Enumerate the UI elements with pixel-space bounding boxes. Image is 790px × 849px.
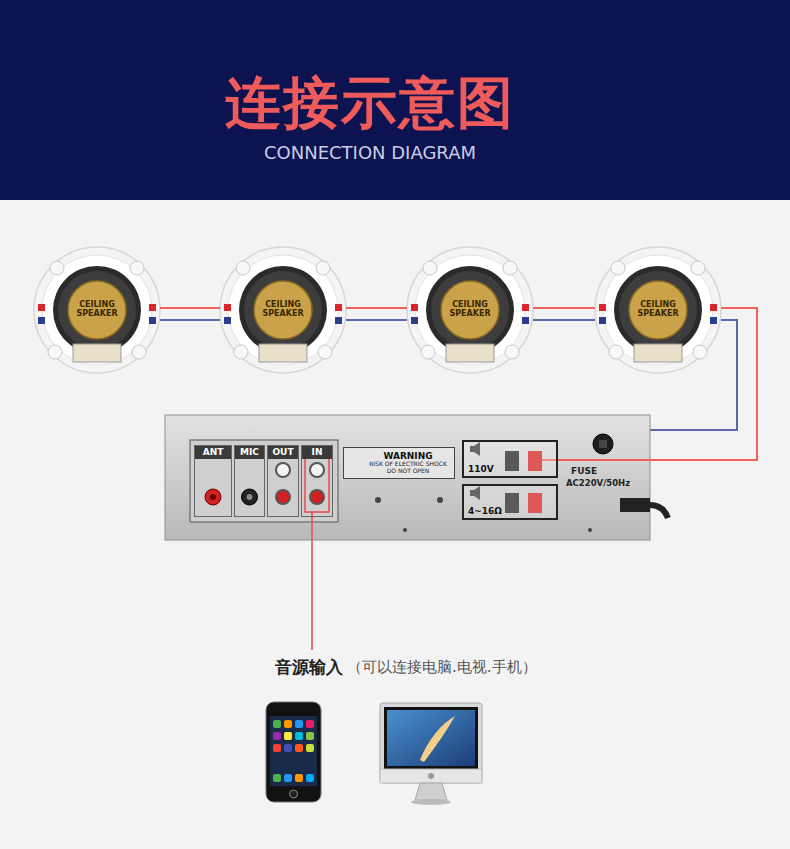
node-heading: 4~16Ω bbox=[468, 506, 502, 516]
phone-icon bbox=[284, 744, 292, 752]
amplifier-rear-panel bbox=[276, 463, 290, 477]
phone-icon bbox=[306, 720, 314, 728]
speaker-label: CEILING SPEAKER bbox=[34, 247, 160, 373]
speaker-terminal: 4~16Ω bbox=[462, 484, 558, 520]
phone-icon bbox=[266, 702, 321, 802]
header-band bbox=[0, 0, 790, 200]
node-heading: IN bbox=[302, 446, 332, 459]
computer-icon bbox=[420, 716, 455, 762]
node-heading: 110V bbox=[468, 464, 494, 474]
source-input-label: 音源输入 bbox=[275, 656, 343, 679]
amplifier-rear-panel bbox=[305, 458, 329, 512]
amplifier-rear-panel bbox=[276, 490, 290, 504]
speaker-label: CEILING SPEAKER bbox=[595, 247, 721, 373]
fuse-label: FUSE bbox=[571, 466, 597, 476]
node-heading: ANT bbox=[195, 446, 231, 459]
amplifier-rear-panel bbox=[247, 494, 253, 500]
phone-icon bbox=[295, 720, 303, 728]
page-ground bbox=[0, 200, 790, 849]
speaker-wire bbox=[558, 308, 757, 460]
phone-icon bbox=[284, 774, 292, 782]
jack-section: MIC bbox=[234, 445, 265, 517]
warning-plate: WARNINGRISK OF ELECTRIC SHOCK DO NOT OPE… bbox=[343, 447, 455, 479]
power-rating: AC220V/50Hz bbox=[566, 478, 630, 488]
speaker-label: CEILING SPEAKER bbox=[220, 247, 346, 373]
amplifier-rear-panel bbox=[437, 497, 443, 503]
speaker-wire bbox=[346, 307, 407, 309]
computer-icon bbox=[384, 707, 478, 769]
speaker-wire bbox=[533, 307, 595, 309]
speaker-label: CEILING SPEAKER bbox=[407, 247, 533, 373]
phone-icon bbox=[273, 720, 281, 728]
speaker-terminal: 110V bbox=[462, 440, 558, 478]
computer-icon bbox=[415, 783, 447, 800]
jack-section: ANT bbox=[194, 445, 232, 517]
ceiling-speaker bbox=[220, 247, 346, 373]
speaker-wire bbox=[160, 307, 220, 309]
amplifier-rear-panel bbox=[165, 415, 668, 540]
amplifier-rear-panel bbox=[242, 489, 258, 505]
amplifier-rear-panel bbox=[403, 528, 407, 532]
diagram-title: 连接示意图 bbox=[225, 66, 515, 142]
phone-icon bbox=[273, 774, 281, 782]
computer-icon bbox=[428, 773, 434, 779]
node-body: RISK OF ELECTRIC SHOCK DO NOT OPEN bbox=[366, 461, 450, 475]
blue-wire bbox=[346, 319, 407, 321]
amplifier-rear-panel bbox=[190, 440, 338, 522]
phone-icon bbox=[266, 702, 321, 802]
node-heading: CEILING SPEAKER bbox=[632, 301, 684, 319]
phone-icon bbox=[306, 732, 314, 740]
amplifier-rear-panel bbox=[375, 497, 381, 503]
phone-icon bbox=[270, 716, 317, 786]
phone-icon bbox=[273, 744, 281, 752]
amplifier-rear-panel bbox=[650, 505, 668, 518]
computer-icon bbox=[380, 769, 482, 783]
amplifier-rear-panel bbox=[620, 498, 650, 512]
phone-icon bbox=[306, 744, 314, 752]
blue-wire bbox=[533, 319, 595, 321]
amplifier-rear-panel bbox=[588, 528, 592, 532]
amplifier-rear-panel bbox=[205, 489, 221, 505]
phone-icon bbox=[284, 720, 292, 728]
node-heading: CEILING SPEAKER bbox=[257, 301, 309, 319]
input-leader bbox=[311, 512, 313, 650]
amplifier-rear-panel bbox=[599, 440, 607, 448]
ceiling-speaker bbox=[407, 247, 533, 373]
jack-section: IN bbox=[301, 445, 333, 517]
node-heading: CEILING SPEAKER bbox=[444, 301, 496, 319]
source-note: （可以连接电脑.电视.手机） bbox=[347, 658, 537, 677]
phone-icon bbox=[295, 732, 303, 740]
jack-section: OUT bbox=[267, 445, 299, 517]
amplifier-rear-panel bbox=[593, 434, 613, 454]
computer-icon bbox=[387, 710, 475, 766]
node-heading: OUT bbox=[268, 446, 298, 459]
amplifier-rear-panel bbox=[310, 490, 324, 504]
ceiling-speaker bbox=[595, 247, 721, 373]
phone-icon bbox=[295, 774, 303, 782]
amplifier-rear-panel bbox=[165, 415, 650, 540]
ceiling-speaker bbox=[34, 247, 160, 373]
phone-icon bbox=[306, 774, 314, 782]
phone-icon bbox=[295, 744, 303, 752]
phone-icon bbox=[290, 790, 298, 798]
diagram-subtitle: CONNECTION DIAGRAM bbox=[264, 142, 476, 163]
computer-icon bbox=[380, 703, 482, 783]
node-heading: WARNING bbox=[366, 451, 450, 461]
phone-icon bbox=[273, 732, 281, 740]
phone-icon bbox=[284, 732, 292, 740]
node-heading: CEILING SPEAKER bbox=[71, 301, 123, 319]
node-heading: MIC bbox=[235, 446, 264, 459]
blue-wire bbox=[160, 319, 220, 321]
amplifier-rear-panel bbox=[310, 463, 324, 477]
computer-icon bbox=[411, 799, 451, 805]
amplifier-rear-panel bbox=[210, 494, 216, 500]
computer-icon bbox=[380, 703, 482, 805]
